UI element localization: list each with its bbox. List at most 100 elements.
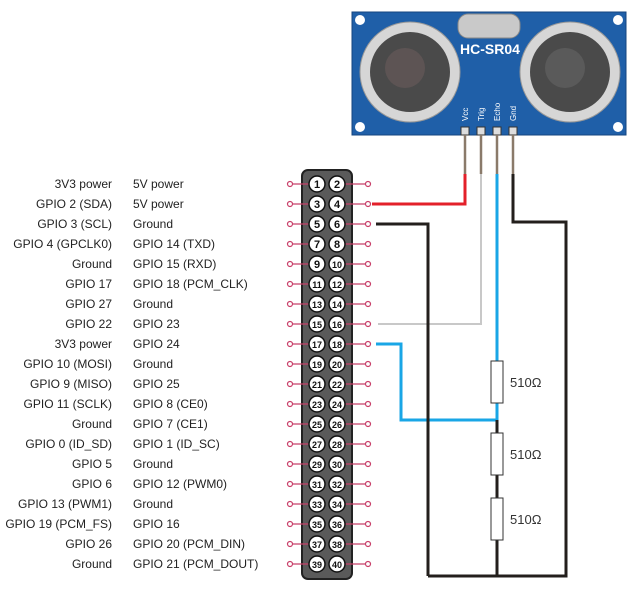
svg-text:2: 2 xyxy=(334,179,340,191)
svg-text:26: 26 xyxy=(332,420,342,430)
resistor-2 xyxy=(490,432,504,476)
svg-text:3: 3 xyxy=(314,199,320,211)
svg-text:20: 20 xyxy=(332,360,342,370)
pin-label-left: GPIO 3 (SCL) xyxy=(37,217,112,231)
resistor-1 xyxy=(490,360,504,404)
gpio-pin-15[interactable]: 15 xyxy=(286,315,326,333)
pin-label-left: 3V3 power xyxy=(54,337,112,351)
gpio-pin-28[interactable]: 28 xyxy=(328,435,372,453)
pin-label-left: GPIO 2 (SDA) xyxy=(35,197,112,211)
svg-text:32: 32 xyxy=(332,480,342,490)
pin-label-right: Ground xyxy=(133,457,174,471)
pin-label-left: Ground xyxy=(71,417,112,431)
gpio-pin-2[interactable]: 2 xyxy=(328,175,372,193)
svg-text:25: 25 xyxy=(312,420,322,430)
gpio-pin-23[interactable]: 23 xyxy=(286,395,326,413)
gpio-pin-13[interactable]: 13 xyxy=(286,295,326,313)
gpio-pin-5[interactable]: 5 xyxy=(286,215,326,233)
gpio-pin-30[interactable]: 30 xyxy=(328,455,372,473)
svg-text:36: 36 xyxy=(332,520,342,530)
gpio-pin-12[interactable]: 12 xyxy=(328,275,372,293)
gpio-header xyxy=(301,169,353,580)
pin-label-right: GPIO 23 xyxy=(133,317,180,331)
gpio-pin-3[interactable]: 3 xyxy=(286,195,326,213)
gpio-pin-29[interactable]: 29 xyxy=(286,455,326,473)
gpio-pin-26[interactable]: 26 xyxy=(328,415,372,433)
gpio-pin-18[interactable]: 18 xyxy=(328,335,372,353)
pin-label-right: Ground xyxy=(133,217,174,231)
pin-label-left: GPIO 27 xyxy=(65,297,112,311)
svg-text:37: 37 xyxy=(312,540,322,550)
gpio-pin-35[interactable]: 35 xyxy=(286,515,326,533)
pin-label-right: Ground xyxy=(133,497,174,511)
pin-label-right: Ground xyxy=(133,297,174,311)
pin-label-right: Ground xyxy=(133,357,174,371)
pin-label-left: Ground xyxy=(71,257,112,271)
gpio-pin-11[interactable]: 11 xyxy=(286,275,326,293)
svg-text:13: 13 xyxy=(312,300,322,310)
gpio-pin-39[interactable]: 39 xyxy=(286,555,326,573)
gpio-pin-33[interactable]: 33 xyxy=(286,495,326,513)
gpio-pin-27[interactable]: 27 xyxy=(286,435,326,453)
gpio-pin-20[interactable]: 20 xyxy=(328,355,372,373)
trig-wire xyxy=(378,174,482,325)
pin-label-left: GPIO 26 xyxy=(65,537,112,551)
gpio-pin-24[interactable]: 24 xyxy=(328,395,372,413)
pin-label-left: 3V3 power xyxy=(54,177,112,191)
svg-text:34: 34 xyxy=(332,500,342,510)
svg-text:15: 15 xyxy=(312,320,322,330)
pin-label-left: GPIO 6 xyxy=(71,477,112,491)
gpio-pin-36[interactable]: 36 xyxy=(328,515,372,533)
gpio-pin-14[interactable]: 14 xyxy=(328,295,372,313)
svg-text:38: 38 xyxy=(332,540,342,550)
gpio-pin-21[interactable]: 21 xyxy=(286,375,326,393)
transducer-left xyxy=(359,21,461,123)
gpio-pin-17[interactable]: 17 xyxy=(286,335,326,353)
gpio-pin-4[interactable]: 4 xyxy=(328,195,372,213)
gpio-pin-6[interactable]: 6 xyxy=(328,215,372,233)
gpio-pin-19[interactable]: 19 xyxy=(286,355,326,373)
gpio-pin-38[interactable]: 38 xyxy=(328,535,372,553)
gpio-pin-34[interactable]: 34 xyxy=(328,495,372,513)
pin-label-right: GPIO 24 xyxy=(133,337,180,351)
svg-text:9: 9 xyxy=(314,259,320,271)
pin-label-left: GPIO 0 (ID_SD) xyxy=(25,437,112,451)
resistor-value: 510Ω xyxy=(510,512,542,527)
svg-text:28: 28 xyxy=(332,440,342,450)
gpio-pin-40[interactable]: 40 xyxy=(328,555,372,573)
svg-text:19: 19 xyxy=(312,360,322,370)
gpio-pin-9[interactable]: 9 xyxy=(286,255,326,273)
pin-label-left: GPIO 5 xyxy=(71,457,112,471)
svg-text:1: 1 xyxy=(314,179,320,191)
pin-label-right: GPIO 7 (CE1) xyxy=(133,417,208,431)
svg-text:35: 35 xyxy=(312,520,322,530)
resistor-value: 510Ω xyxy=(510,375,542,390)
sensor-pin-echo: Echo xyxy=(492,102,502,174)
gpio-pin-1[interactable]: 1 xyxy=(286,175,326,193)
sensor-pin-label: Gnd xyxy=(509,106,518,121)
pin-label-right: GPIO 18 (PCM_CLK) xyxy=(133,277,248,291)
svg-text:31: 31 xyxy=(312,480,322,490)
gpio-pin-8[interactable]: 8 xyxy=(328,235,372,253)
gpio-pin-25[interactable]: 25 xyxy=(286,415,326,433)
gpio-pin-16[interactable]: 16 xyxy=(328,315,372,333)
svg-text:30: 30 xyxy=(332,460,342,470)
gpio-pin-31[interactable]: 31 xyxy=(286,475,326,493)
gpio-pin-37[interactable]: 37 xyxy=(286,535,326,553)
gpio-pin-7[interactable]: 7 xyxy=(286,235,326,253)
gpio-pin-10[interactable]: 10 xyxy=(328,255,372,273)
pin-label-left: GPIO 10 (MOSI) xyxy=(23,357,112,371)
gpio-pin-32[interactable]: 32 xyxy=(328,475,372,493)
svg-text:8: 8 xyxy=(334,239,340,251)
pin-label-left: GPIO 19 (PCM_FS) xyxy=(5,517,112,531)
svg-text:4: 4 xyxy=(334,199,341,211)
gpio-pin-22[interactable]: 22 xyxy=(328,375,372,393)
svg-text:39: 39 xyxy=(312,560,322,570)
pin-label-left: GPIO 13 (PWM1) xyxy=(17,497,112,511)
svg-text:11: 11 xyxy=(312,280,322,290)
echo-wire xyxy=(376,174,499,422)
sensor-model-label: HC-SR04 xyxy=(460,41,520,57)
svg-text:6: 6 xyxy=(334,219,340,231)
svg-text:22: 22 xyxy=(332,380,342,390)
